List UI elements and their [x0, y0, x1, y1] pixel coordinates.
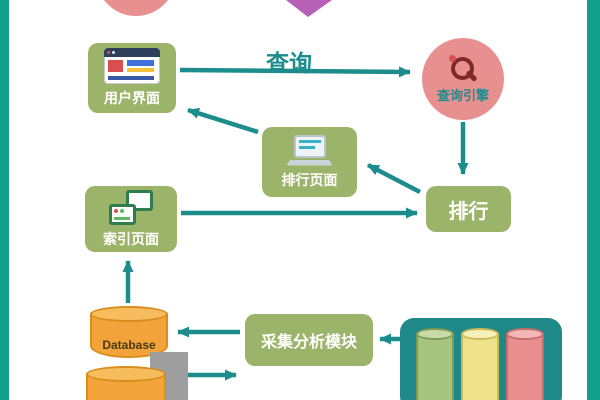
- node-database-2: Database: [86, 366, 166, 400]
- storage-cylinder-yellow: [461, 328, 499, 400]
- browser-icon: [104, 48, 160, 84]
- cylinder-body: [416, 334, 454, 400]
- monitor-dot: [114, 208, 118, 213]
- monitor-bar: [114, 216, 130, 220]
- cylinder-body: [506, 334, 544, 400]
- node-label: 用户界面: [104, 90, 160, 106]
- browser-content-bar: [127, 60, 154, 66]
- browser-content-block: [108, 60, 123, 72]
- frame-left-bar: [0, 0, 9, 400]
- node-label: 索引页面: [103, 230, 159, 247]
- label-query: 查询: [266, 50, 312, 76]
- node-index-page: 索引页面: [85, 186, 177, 252]
- search-icon-dot: [449, 54, 456, 62]
- monitor-icon: [106, 189, 156, 225]
- monitor-dot: [120, 208, 124, 213]
- browser-titlebar: [104, 48, 160, 57]
- node-label: Database: [86, 398, 166, 400]
- browser-content-bar: [127, 68, 154, 72]
- node-label: 排行: [448, 200, 489, 223]
- database-cylinder-top: [90, 306, 168, 322]
- search-icon: [448, 54, 478, 83]
- cylinder-top: [416, 328, 454, 340]
- laptop-screen-line: [298, 139, 321, 143]
- laptop-screen: [293, 134, 326, 158]
- node-query-engine: 查询引擎: [422, 38, 504, 120]
- node-label: Database: [102, 338, 156, 352]
- node-user-interface: 用户界面: [88, 43, 176, 113]
- database-cylinder-top: [86, 366, 166, 382]
- laptop-icon: [286, 134, 333, 166]
- storage-container: [400, 318, 562, 400]
- cylinder-top: [461, 328, 499, 340]
- storage-cylinder-pink: [506, 328, 544, 400]
- browser-dot: [112, 51, 115, 54]
- node-database-1: Database: [90, 306, 168, 358]
- node-ranking: 排行: [426, 186, 511, 232]
- arrow-rankingpage-to-ui: [187, 107, 259, 135]
- node-label: 排行页面: [281, 171, 338, 188]
- purple-arrow-shape: [286, 0, 332, 17]
- monitor-screen-front: [109, 203, 136, 225]
- arrow-ranking-to-rankingpage: [366, 163, 422, 194]
- storage-cylinder-green: [416, 328, 454, 400]
- laptop-screen-line: [298, 145, 316, 149]
- browser-content-bar: [108, 76, 154, 80]
- node-ranking-page: 排行页面: [262, 127, 357, 197]
- node-label: 查询引擎: [436, 87, 489, 103]
- laptop-base: [286, 159, 333, 166]
- node-label: 采集分析模块: [260, 334, 357, 351]
- search-icon-ring: [451, 56, 474, 80]
- frame-right-bar: [587, 0, 600, 400]
- browser-dot: [107, 51, 110, 54]
- node-collection-module: 采集分析模块: [245, 314, 373, 366]
- top-node-partial: [96, 0, 176, 16]
- cylinder-body: [461, 334, 499, 400]
- cylinder-top: [506, 328, 544, 340]
